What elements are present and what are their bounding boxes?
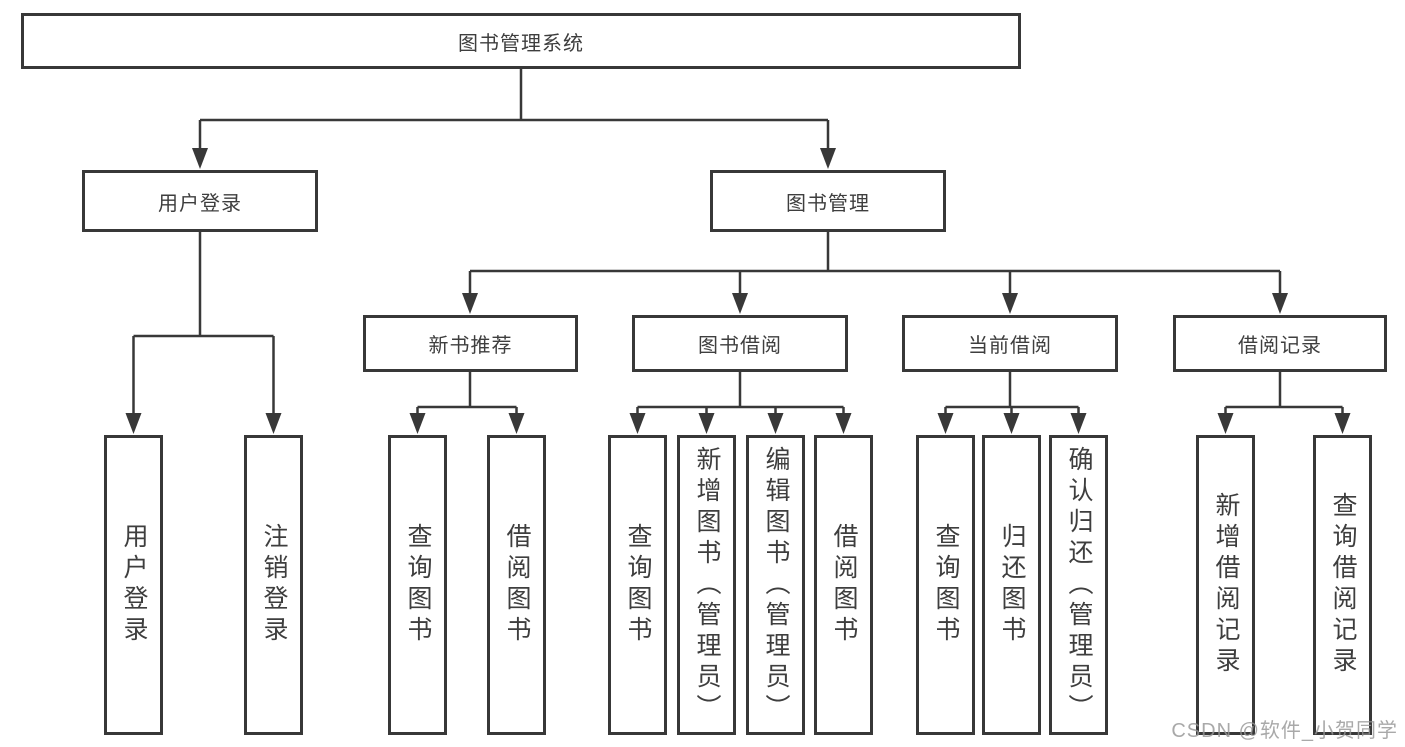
arrow-down-icon bbox=[125, 413, 142, 434]
arrow-down-icon bbox=[265, 413, 282, 434]
leaf-query-books-recommend: 查询图书 bbox=[388, 435, 447, 735]
leaf-query-borrow-record: 查询借阅记录 bbox=[1313, 435, 1372, 735]
arrow-down-icon bbox=[820, 148, 836, 169]
node-label: 图书借阅 bbox=[698, 335, 782, 357]
node-label: 图书管理系统 bbox=[458, 32, 584, 55]
node-current-borrowing: 当前借阅 bbox=[902, 315, 1118, 372]
arrow-down-icon bbox=[462, 293, 478, 314]
node-label: 查询图书 bbox=[404, 523, 432, 647]
leaf-add-borrow-record: 新增借阅记录 bbox=[1196, 435, 1255, 735]
node-label: 借阅图书 bbox=[503, 523, 531, 647]
node-label: 查询借阅记录 bbox=[1329, 492, 1357, 678]
node-label: 当前借阅 bbox=[968, 335, 1052, 357]
arrow-down-icon bbox=[1070, 413, 1087, 434]
node-label: 查询图书 bbox=[932, 523, 960, 647]
leaf-user-login: 用户登录 bbox=[104, 435, 163, 735]
leaf-logout-login: 注销登录 bbox=[244, 435, 303, 735]
node-label: 新增图书（管理员） bbox=[693, 445, 721, 725]
node-label: 图书管理 bbox=[786, 192, 870, 215]
connector-edges bbox=[132, 69, 1344, 415]
node-label: 借阅图书 bbox=[830, 523, 858, 647]
node-label: 借阅记录 bbox=[1238, 335, 1322, 357]
node-label: 用户登录 bbox=[158, 192, 242, 215]
node-label: 确认归还（管理员） bbox=[1065, 445, 1093, 725]
leaf-return-books: 归还图书 bbox=[982, 435, 1041, 735]
leaf-edit-books-admin: 编辑图书（管理员） bbox=[746, 435, 805, 735]
node-user-login: 用户登录 bbox=[82, 170, 318, 232]
leaf-add-books-admin: 新增图书（管理员） bbox=[677, 435, 736, 735]
leaf-query-books-current: 查询图书 bbox=[916, 435, 975, 735]
node-book-borrowing: 图书借阅 bbox=[632, 315, 848, 372]
arrow-down-icon bbox=[698, 413, 715, 434]
node-new-book-recommend: 新书推荐 bbox=[363, 315, 578, 372]
leaf-query-books-borrowing: 查询图书 bbox=[608, 435, 667, 735]
csdn-watermark: CSDN @软件_小贺同学 bbox=[1171, 720, 1398, 742]
arrow-down-icon bbox=[767, 413, 784, 434]
leaf-borrow-books-borrowing: 借阅图书 bbox=[814, 435, 873, 735]
node-borrowing-records: 借阅记录 bbox=[1173, 315, 1387, 372]
arrow-down-icon bbox=[508, 413, 525, 434]
node-label: 查询图书 bbox=[624, 523, 652, 647]
arrow-down-icon bbox=[1334, 413, 1351, 434]
arrow-down-icon bbox=[1003, 413, 1020, 434]
node-label: 新增借阅记录 bbox=[1212, 492, 1240, 678]
connector-arrows bbox=[125, 148, 1351, 434]
node-book-management: 图书管理 bbox=[710, 170, 946, 232]
arrow-down-icon bbox=[629, 413, 646, 434]
arrow-down-icon bbox=[937, 413, 954, 434]
arrow-down-icon bbox=[835, 413, 852, 434]
node-library-system-root: 图书管理系统 bbox=[21, 13, 1021, 69]
arrow-down-icon bbox=[1217, 413, 1234, 434]
node-label: 用户登录 bbox=[120, 523, 148, 647]
arrow-down-icon bbox=[192, 148, 208, 169]
node-label: 注销登录 bbox=[260, 523, 288, 647]
arrow-down-icon bbox=[409, 413, 426, 434]
node-label: 新书推荐 bbox=[428, 335, 513, 357]
arrow-down-icon bbox=[732, 293, 748, 314]
leaf-confirm-return-admin: 确认归还（管理员） bbox=[1049, 435, 1108, 735]
leaf-borrow-books-recommend: 借阅图书 bbox=[487, 435, 546, 735]
arrow-down-icon bbox=[1272, 293, 1288, 314]
node-label: 归还图书 bbox=[998, 523, 1026, 647]
arrow-down-icon bbox=[1002, 293, 1018, 314]
node-label: 编辑图书（管理员） bbox=[762, 445, 790, 725]
